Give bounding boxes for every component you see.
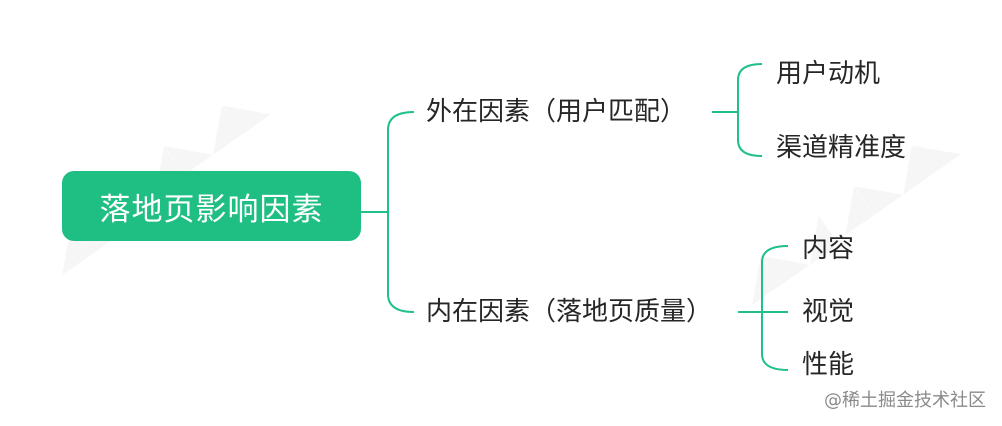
leaf-node-label: 用户动机 [776, 59, 881, 89]
leaf-node-channel-precision[interactable]: 渠道精准度 [776, 131, 906, 165]
connector-branch-2-bracket [761, 245, 789, 371]
leaf-node-performance[interactable]: 性能 [802, 348, 854, 382]
watermark-text: @稀土掘金技术社区 [824, 390, 986, 411]
connector-trunk-bracket [387, 111, 415, 313]
connector-branch-1-bracket [737, 63, 763, 157]
branch-node-label: 外在因素（用户匹配） [426, 97, 687, 127]
leaf-node-content[interactable]: 内容 [802, 232, 854, 266]
leaf-node-label: 渠道精准度 [776, 133, 907, 163]
leaf-node-label: 内容 [802, 234, 855, 264]
branch-node-external[interactable]: 外在因素（用户匹配） [426, 95, 686, 129]
root-node-label: 落地页影响因素 [99, 191, 324, 228]
branch-node-label: 内在因素（落地页质量） [426, 297, 713, 327]
leaf-node-label: 性能 [802, 350, 855, 380]
root-node[interactable]: 落地页影响因素 [62, 171, 361, 241]
leaf-node-visual[interactable]: 视觉 [802, 295, 854, 329]
leaf-node-user-motivation[interactable]: 用户动机 [776, 57, 880, 91]
branch-node-internal[interactable]: 内在因素（落地页质量） [426, 295, 712, 329]
leaf-node-label: 视觉 [802, 297, 855, 327]
